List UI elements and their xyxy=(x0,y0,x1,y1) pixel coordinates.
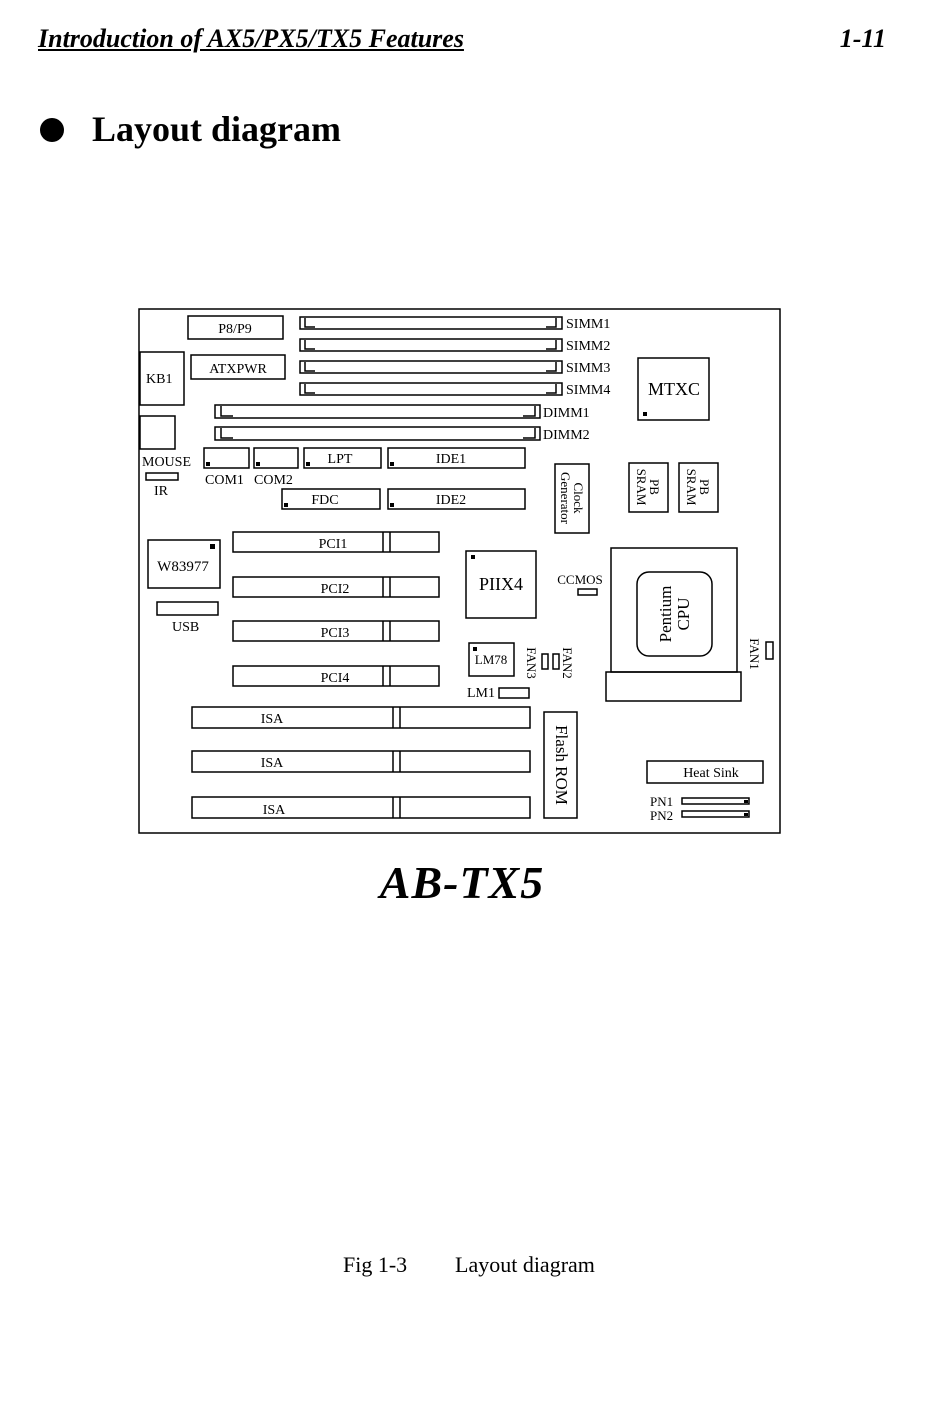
fan1-header xyxy=(765,641,774,660)
kb1-connector xyxy=(139,351,185,406)
heat-sink-area xyxy=(646,760,764,784)
pb-sram-2-label-line2: SRAM xyxy=(684,469,699,506)
atxpwr-connector xyxy=(190,354,286,380)
cpu-chip xyxy=(636,571,713,657)
pb-sram-2-label-line1: PB xyxy=(697,479,712,495)
fdc-header xyxy=(281,488,381,510)
pci3-slot xyxy=(232,620,440,642)
pci4-label: PCI4 xyxy=(321,671,350,686)
isa-slot-2 xyxy=(191,750,531,773)
simm3-label: SIMM3 xyxy=(566,361,610,376)
lpt-label: LPT xyxy=(328,452,353,467)
dimm1-label: DIMM1 xyxy=(543,406,590,421)
ir-header xyxy=(145,472,179,481)
bullet-icon xyxy=(40,118,64,142)
dimm2-label: DIMM2 xyxy=(543,428,590,443)
p8p9-connector xyxy=(187,315,284,340)
board-outline xyxy=(138,308,781,834)
cpu-label-line1: Pentium xyxy=(656,586,675,643)
fan1-label: FAN1 xyxy=(747,638,762,670)
lm1-label: LM1 xyxy=(467,686,495,701)
ide1-label: IDE1 xyxy=(436,452,466,467)
dimm1-slot xyxy=(214,404,541,419)
pn2-label: PN2 xyxy=(650,808,673,823)
isa-slot-3 xyxy=(191,796,531,819)
ccmos-label: CCMOS xyxy=(557,572,603,587)
isa-1-label: ISA xyxy=(261,712,284,727)
p8p9-label: P8/P9 xyxy=(218,322,251,337)
ide1-header xyxy=(387,447,526,469)
pn1-label: PN1 xyxy=(650,794,673,809)
figure-number: Fig 1-3 xyxy=(343,1252,408,1277)
pn1-header xyxy=(681,797,750,805)
board-model-name: AB-TX5 xyxy=(379,857,545,908)
mtxc-label: MTXC xyxy=(648,379,700,399)
kb1-label: KB1 xyxy=(146,372,172,387)
com1-header xyxy=(203,447,250,469)
isa-slot-1 xyxy=(191,706,531,729)
mouse-connector xyxy=(139,415,176,450)
pb-sram-1-label-line1: PB xyxy=(647,479,662,495)
simm2-label: SIMM2 xyxy=(566,339,610,354)
pci2-label: PCI2 xyxy=(321,582,350,597)
ide2-header xyxy=(387,488,526,510)
ccmos-jumper xyxy=(577,588,598,596)
pci1-label: PCI1 xyxy=(319,537,348,552)
w83977-chip xyxy=(147,539,221,589)
w83977-label: W83977 xyxy=(157,559,209,575)
clock-generator-chip xyxy=(554,463,590,534)
fan2-label: FAN2 xyxy=(560,647,575,679)
cpu-label-line2: CPU xyxy=(674,597,693,630)
page-number: 1-11 xyxy=(839,24,886,53)
piix4-chip xyxy=(465,550,537,619)
ide2-label: IDE2 xyxy=(436,493,466,508)
lm78-chip xyxy=(468,642,515,677)
com2-header xyxy=(253,447,299,469)
fan2-header xyxy=(552,653,560,670)
pb-sram-1-label-line2: SRAM xyxy=(634,469,649,506)
pci4-slot xyxy=(232,665,440,687)
mtxc-chip xyxy=(637,357,710,421)
flash-rom-chip xyxy=(543,711,578,819)
usb-connector xyxy=(156,601,219,616)
clock-label-line2: Generator xyxy=(558,472,573,525)
mouse-label: MOUSE xyxy=(142,455,191,470)
simm4-label: SIMM4 xyxy=(566,383,610,398)
pn2-header xyxy=(681,810,750,818)
fdc-label: FDC xyxy=(311,493,338,508)
fan3-header xyxy=(541,653,549,670)
figure-caption: Layout diagram xyxy=(455,1252,595,1277)
fan3-label: FAN3 xyxy=(524,647,539,679)
simm3-slot xyxy=(299,360,563,374)
ir-label: IR xyxy=(154,484,169,499)
pci2-slot xyxy=(232,576,440,598)
pb-sram-1 xyxy=(628,462,669,513)
simm1-slot xyxy=(299,316,563,330)
cpu-lever xyxy=(605,671,742,702)
simm4-slot xyxy=(299,382,563,396)
atxpwr-label: ATXPWR xyxy=(209,362,267,377)
piix4-label: PIIX4 xyxy=(479,574,523,594)
isa-2-label: ISA xyxy=(261,756,284,771)
isa-3-label: ISA xyxy=(263,803,286,818)
usb-label: USB xyxy=(172,620,199,635)
lpt-header xyxy=(303,447,382,469)
lm78-label: LM78 xyxy=(475,652,508,667)
clock-label-line1: Clock xyxy=(571,482,586,514)
dimm2-slot xyxy=(214,426,541,441)
heat-sink-label: Heat Sink xyxy=(683,766,739,781)
section-title: Layout diagram xyxy=(92,109,342,149)
pb-sram-2 xyxy=(678,462,719,513)
com1-label: COM1 xyxy=(205,473,244,488)
lm1-header xyxy=(498,687,530,699)
flash-rom-label: Flash ROM xyxy=(552,725,571,805)
pci1-slot xyxy=(232,531,440,553)
simm2-slot xyxy=(299,338,563,352)
pci3-label: PCI3 xyxy=(321,626,350,641)
com2-label: COM2 xyxy=(254,473,293,488)
simm1-label: SIMM1 xyxy=(566,317,610,332)
running-header-title: Introduction of AX5/PX5/TX5 Features xyxy=(38,24,464,53)
